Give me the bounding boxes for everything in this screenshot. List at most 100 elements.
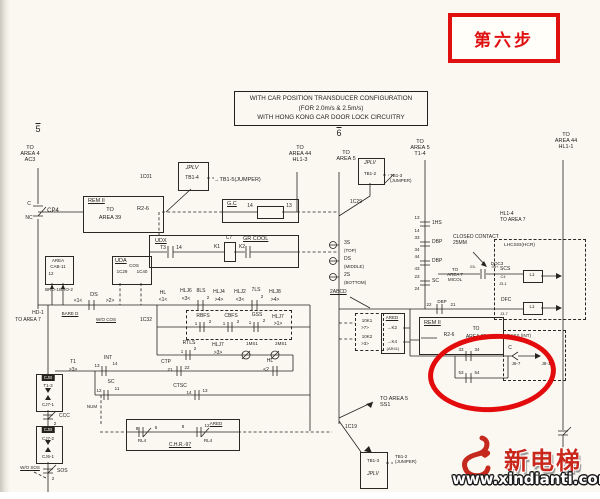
udx-c7: C7 xyxy=(225,235,233,241)
row-ds-in: <1< xyxy=(73,298,83,304)
row-hlj4: HLJ4 xyxy=(213,289,225,295)
l1-a: L1 xyxy=(529,272,535,277)
cjb2-cj72: CJ7-2 xyxy=(41,436,55,441)
rem2-right-r26: R2-6 xyxy=(443,332,455,338)
gc-title: G.C xyxy=(227,201,237,207)
udx-comp-box xyxy=(224,242,236,262)
hlj7-a: HLJ7 xyxy=(272,314,284,320)
row-hlj6: HLJ6 xyxy=(180,288,192,294)
watermark-url-text: www.xindianti.com xyxy=(452,470,600,488)
l1a-box xyxy=(523,270,543,283)
lhcssi-title: LHCSSI(HCR) xyxy=(504,243,535,248)
doc3-pin1: 03- xyxy=(470,264,476,269)
cjb1-cj71: CJ7-1 xyxy=(41,402,55,407)
hs-label: 1HS xyxy=(432,220,442,226)
cab-title: AREA xyxy=(51,258,65,263)
doc3-pin2: 05+ xyxy=(491,264,499,269)
cjb2-title: CJB xyxy=(41,427,55,433)
rtls: RTLS xyxy=(182,340,196,346)
step-badge: 第六步 xyxy=(448,13,560,63)
jplv1-title: JPLV xyxy=(185,165,199,171)
hlj7-a-pin: >1> xyxy=(273,321,283,327)
dcss-title: DCSS (INT) xyxy=(507,333,531,338)
wire-2abcd: 2ABCD xyxy=(330,289,347,295)
dbp2-44: 44 xyxy=(414,254,420,259)
int-14: 14 xyxy=(112,361,118,366)
ref-hl14: HL1-4 TO AREA 7 xyxy=(500,211,526,223)
l1-b: L1 xyxy=(529,304,535,309)
wire-1c01: 1C01 xyxy=(140,174,152,180)
row-hl-pin: <1< xyxy=(158,297,168,303)
jplv2-tb12: TB1-2 xyxy=(363,171,377,176)
hlj7-b-pin: >3> xyxy=(213,350,223,356)
gc-pin13: 13 xyxy=(286,203,292,209)
rem2-right-title: REM II xyxy=(424,320,441,326)
ctp-22: 22 xyxy=(184,365,190,370)
lhcssi-dashed-box xyxy=(494,239,586,320)
uda-box xyxy=(112,256,152,285)
udx-pin14: 14 xyxy=(176,245,182,251)
hs-14: 14 xyxy=(414,228,420,233)
row-7ls: 7LS xyxy=(251,287,261,293)
doc3: DOC3 xyxy=(490,261,504,266)
ctp: CTP xyxy=(161,359,171,365)
wire-1c29: 1C29 xyxy=(350,199,362,205)
scs-j31: J3-1 xyxy=(499,281,507,286)
cab-sub: CAB-11 xyxy=(50,264,66,269)
ared2-foot: (AR41) xyxy=(386,346,400,351)
row-hlj2: HLJ2 xyxy=(234,289,246,295)
udx-title: UDX xyxy=(155,238,167,244)
k33: 33 xyxy=(458,347,464,352)
scan-edge-shadow xyxy=(0,0,10,499)
plug-c: C xyxy=(508,345,512,351)
rbfs-1: 1 xyxy=(194,321,198,326)
rem2-left-r26: R2-6 xyxy=(137,206,149,212)
cab-box xyxy=(45,256,74,285)
rtls-2: 2 xyxy=(193,346,197,351)
uda-title: UDA xyxy=(115,258,127,264)
hs-13: 13 xyxy=(414,215,420,220)
tb13-title: TB1-3 xyxy=(366,458,380,463)
gss-1: 1 xyxy=(248,320,252,325)
chr-pin12: 12 xyxy=(204,423,210,428)
bro-2: BRO-2 xyxy=(59,287,73,292)
sos-pin: 2 xyxy=(51,476,55,481)
dbp1-34: 34 xyxy=(414,247,420,252)
cjb2-box xyxy=(36,426,63,464)
wire-1c32: 1C32 xyxy=(140,317,152,323)
ared2-box xyxy=(381,313,405,354)
tb13-box xyxy=(360,452,388,489)
hl-2-pin: <2 xyxy=(263,367,269,373)
rem2-left-box xyxy=(83,196,164,233)
row-8ls: 8LS xyxy=(196,288,206,294)
row-hlj6-pin: <3< xyxy=(181,296,191,302)
plug-j81: J8-1 xyxy=(541,361,551,366)
k10-1-pin: >7> xyxy=(361,325,369,330)
tb13-jplv: JPLV xyxy=(367,471,379,477)
k10-dashed-box xyxy=(355,313,384,351)
bro-1: BRO-1 xyxy=(45,287,59,292)
hl-2: HL xyxy=(266,358,274,364)
cjb1-title: CJB xyxy=(41,375,55,381)
watermark: 新电梯 www.xindianti.com xyxy=(452,430,600,494)
jumper3: TB1-2 (JUMPER) xyxy=(395,454,417,465)
chr-name: C.H.R.-97 xyxy=(168,442,192,448)
rem2-right-area: AREA 39 xyxy=(465,334,487,340)
jplv1-box xyxy=(178,162,209,191)
sw-2s-pos: (BOTTOM) xyxy=(344,280,367,285)
ref-to-area5-t14: TO AREA 5 T1-4 xyxy=(410,139,430,158)
udx-k1: K1 xyxy=(213,244,221,250)
row-hl: HL xyxy=(159,290,167,296)
row-ds-out: >2> xyxy=(105,298,115,304)
plug-j67: J6-7 xyxy=(511,361,521,366)
sw-2s: 2S xyxy=(344,272,351,278)
sos: SOS xyxy=(57,468,68,474)
rem2-left-title: REM II xyxy=(88,198,105,204)
dfc: DFC xyxy=(501,297,512,303)
sw-ds: DS xyxy=(344,256,351,262)
uda-cos: COS xyxy=(129,263,139,268)
jumper2: TB1-3 (JUMPER) xyxy=(390,173,412,184)
